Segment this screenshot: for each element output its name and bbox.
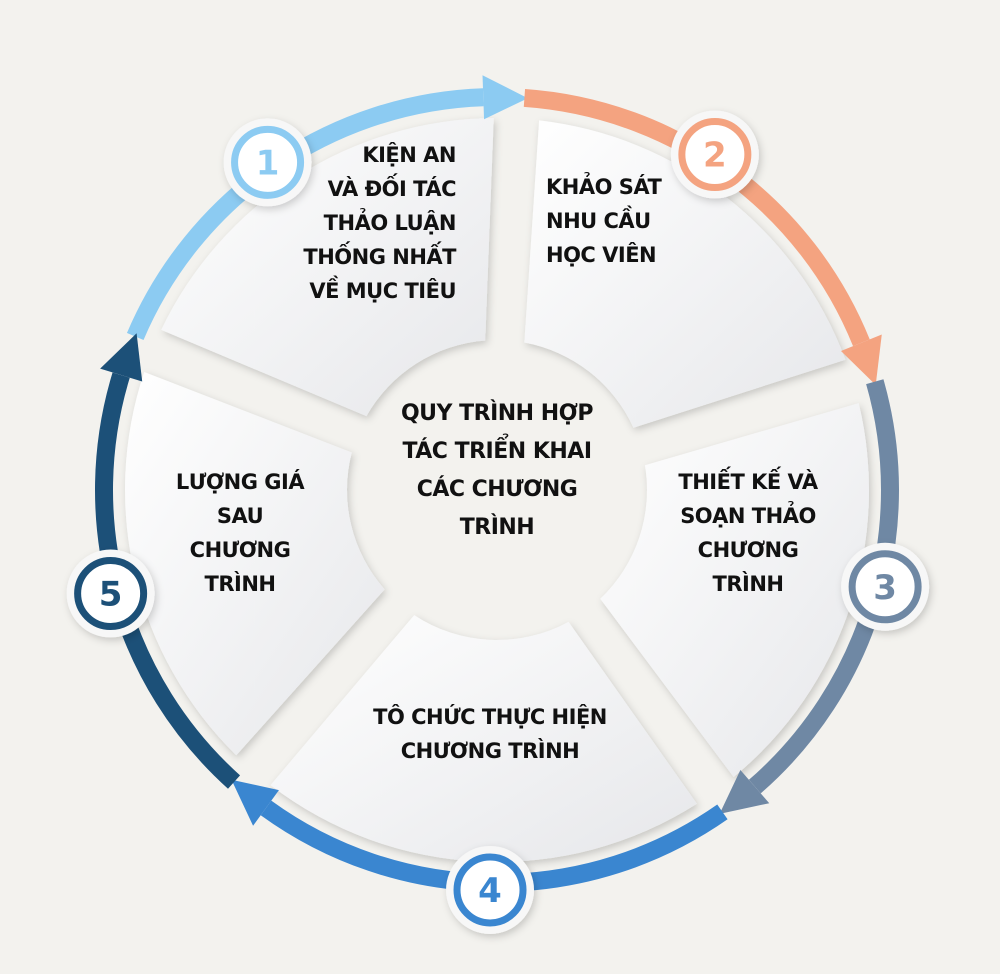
step-2-text: KHẢO SÁT NHU CẦU HỌC VIÊN [546, 175, 662, 267]
step-5-segment [125, 371, 385, 756]
step-3-badge-ring [848, 550, 922, 624]
step-3-arrowhead-icon [719, 769, 770, 814]
step-3-segment [600, 403, 869, 778]
step-4-text: TÔ CHỨC THỰC HIỆN CHƯƠNG TRÌNH [373, 705, 607, 763]
step-3-text: THIẾT KẾ VÀ SOẠN THẢO CHƯƠNG TRÌNH [678, 470, 818, 596]
step-1-badge-ring [231, 125, 305, 199]
step-2-segment [524, 120, 846, 428]
step-1-segment [161, 118, 494, 417]
step-4-segment [270, 615, 697, 862]
step-5-text: LƯỢNG GIÁ SAU CHƯƠNG TRÌNH [175, 470, 305, 596]
step-5-arrowhead-icon [100, 333, 143, 382]
step-5-badge-ring [74, 557, 148, 631]
step-2-badge-ring [678, 118, 752, 192]
diagram-title: QUY TRÌNH HỢP TÁC TRIỂN KHAI CÁC CHƯƠNG … [400, 401, 594, 540]
step-2-arrowhead-icon [840, 334, 882, 385]
step-1-text: KIỆN AN VÀ ĐỐI TÁC THẢO LUẬN THỐNG NHẤT … [303, 143, 456, 303]
step-4-badge-ring [453, 853, 527, 927]
step-3-number: 3 [873, 568, 897, 608]
step-4-number: 4 [478, 871, 502, 911]
step-1-arrowhead-icon [482, 75, 528, 120]
step-5-number: 5 [99, 575, 123, 615]
step-2-number: 2 [703, 136, 727, 176]
step-4-arrowhead-icon [231, 779, 279, 826]
step-1-number: 1 [256, 143, 280, 183]
